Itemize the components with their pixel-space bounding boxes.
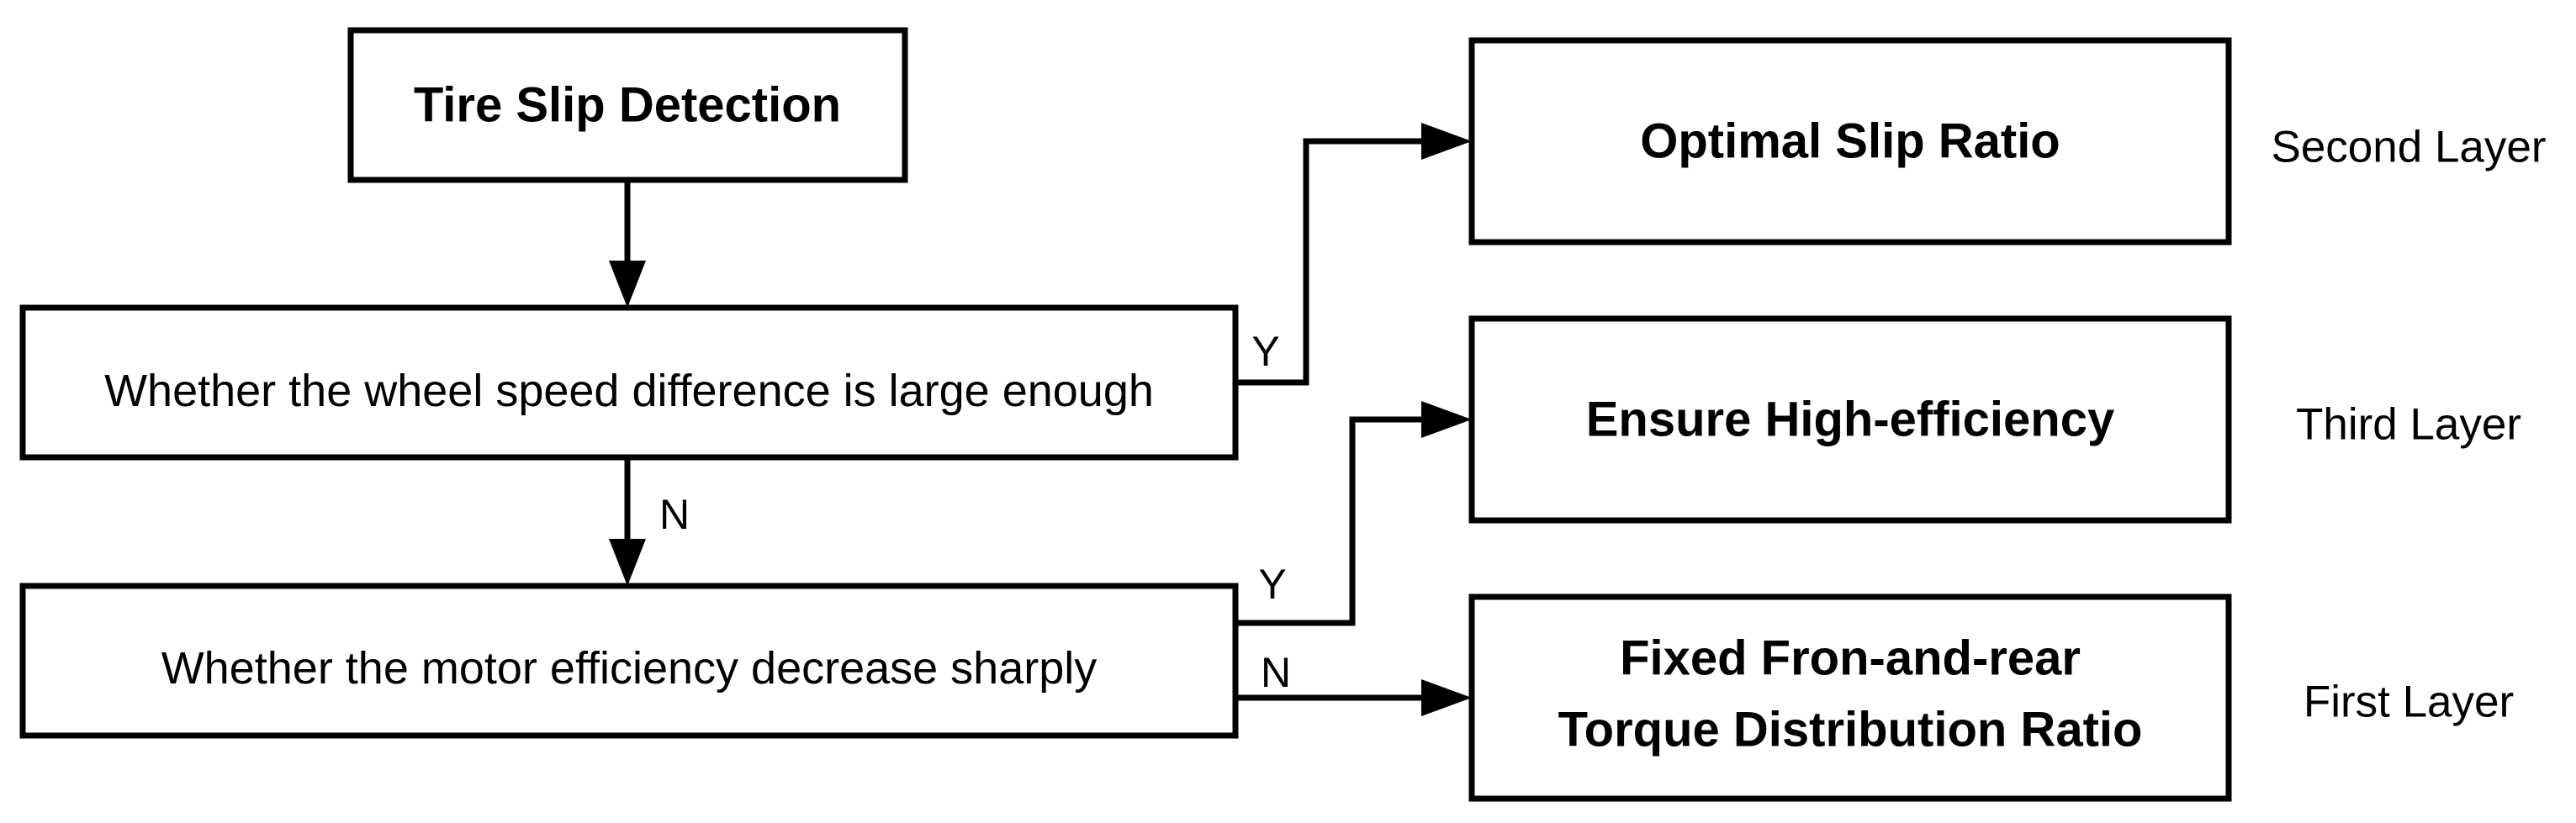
node-tire-slip-detection: Tire Slip Detection (347, 27, 908, 183)
edge-label-motor-efficiency-yes: Y (1258, 561, 1286, 608)
edge-label-wheel-speed-yes: Y (1251, 328, 1279, 375)
node-optimal-slip-ratio-label: Optimal Slip Ratio (1640, 114, 2060, 169)
arrow-wheel-speed-yes (1235, 123, 1472, 386)
arrow-wheel-speed-no (609, 457, 646, 586)
arrow-detection-to-wheel-speed (609, 180, 646, 308)
arrow-motor-efficiency-no (1235, 679, 1472, 716)
layer-label-first: First Layer (2304, 678, 2514, 727)
node-motor-efficiency-check: Whether the motor efficiency decrease sh… (19, 583, 1239, 739)
node-wheel-speed-check: Whether the wheel speed difference is la… (19, 304, 1239, 461)
layer-label-third: Third Layer (2296, 400, 2521, 450)
node-ensure-high-efficiency: Ensure High-efficiency (1468, 315, 2232, 524)
node-fixed-torque-label-line1: Fixed Fron-and-rear (1620, 631, 2081, 686)
node-fixed-torque-label-line2: Torque Distribution Ratio (1558, 703, 2143, 757)
arrow-motor-efficiency-yes (1235, 401, 1472, 626)
node-tire-slip-detection-label: Tire Slip Detection (414, 78, 841, 133)
node-wheel-speed-check-label: Whether the wheel speed difference is la… (104, 366, 1154, 416)
edge-label-motor-efficiency-no: N (1261, 649, 1291, 696)
node-ensure-high-efficiency-label: Ensure High-efficiency (1586, 393, 2114, 447)
node-fixed-torque-distribution: Fixed Fron-and-rear Torque Distribution … (1468, 594, 2232, 802)
layer-label-second: Second Layer (2271, 123, 2546, 172)
node-optimal-slip-ratio: Optimal Slip Ratio (1468, 37, 2232, 245)
edge-label-wheel-speed-no: N (659, 491, 690, 538)
node-motor-efficiency-check-label: Whether the motor efficiency decrease sh… (161, 643, 1098, 694)
